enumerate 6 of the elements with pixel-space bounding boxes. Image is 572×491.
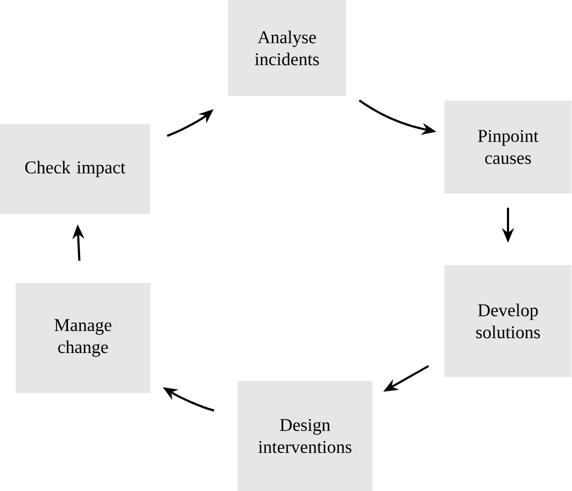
process-box: Analyse incidents <box>228 0 346 96</box>
process-box: Manage change <box>16 283 150 393</box>
process-box: Check impact <box>0 124 150 214</box>
process-box: Design interventions <box>238 381 372 491</box>
process-box: Develop solutions <box>444 265 572 377</box>
process-box: Pinpoint causes <box>444 100 572 194</box>
